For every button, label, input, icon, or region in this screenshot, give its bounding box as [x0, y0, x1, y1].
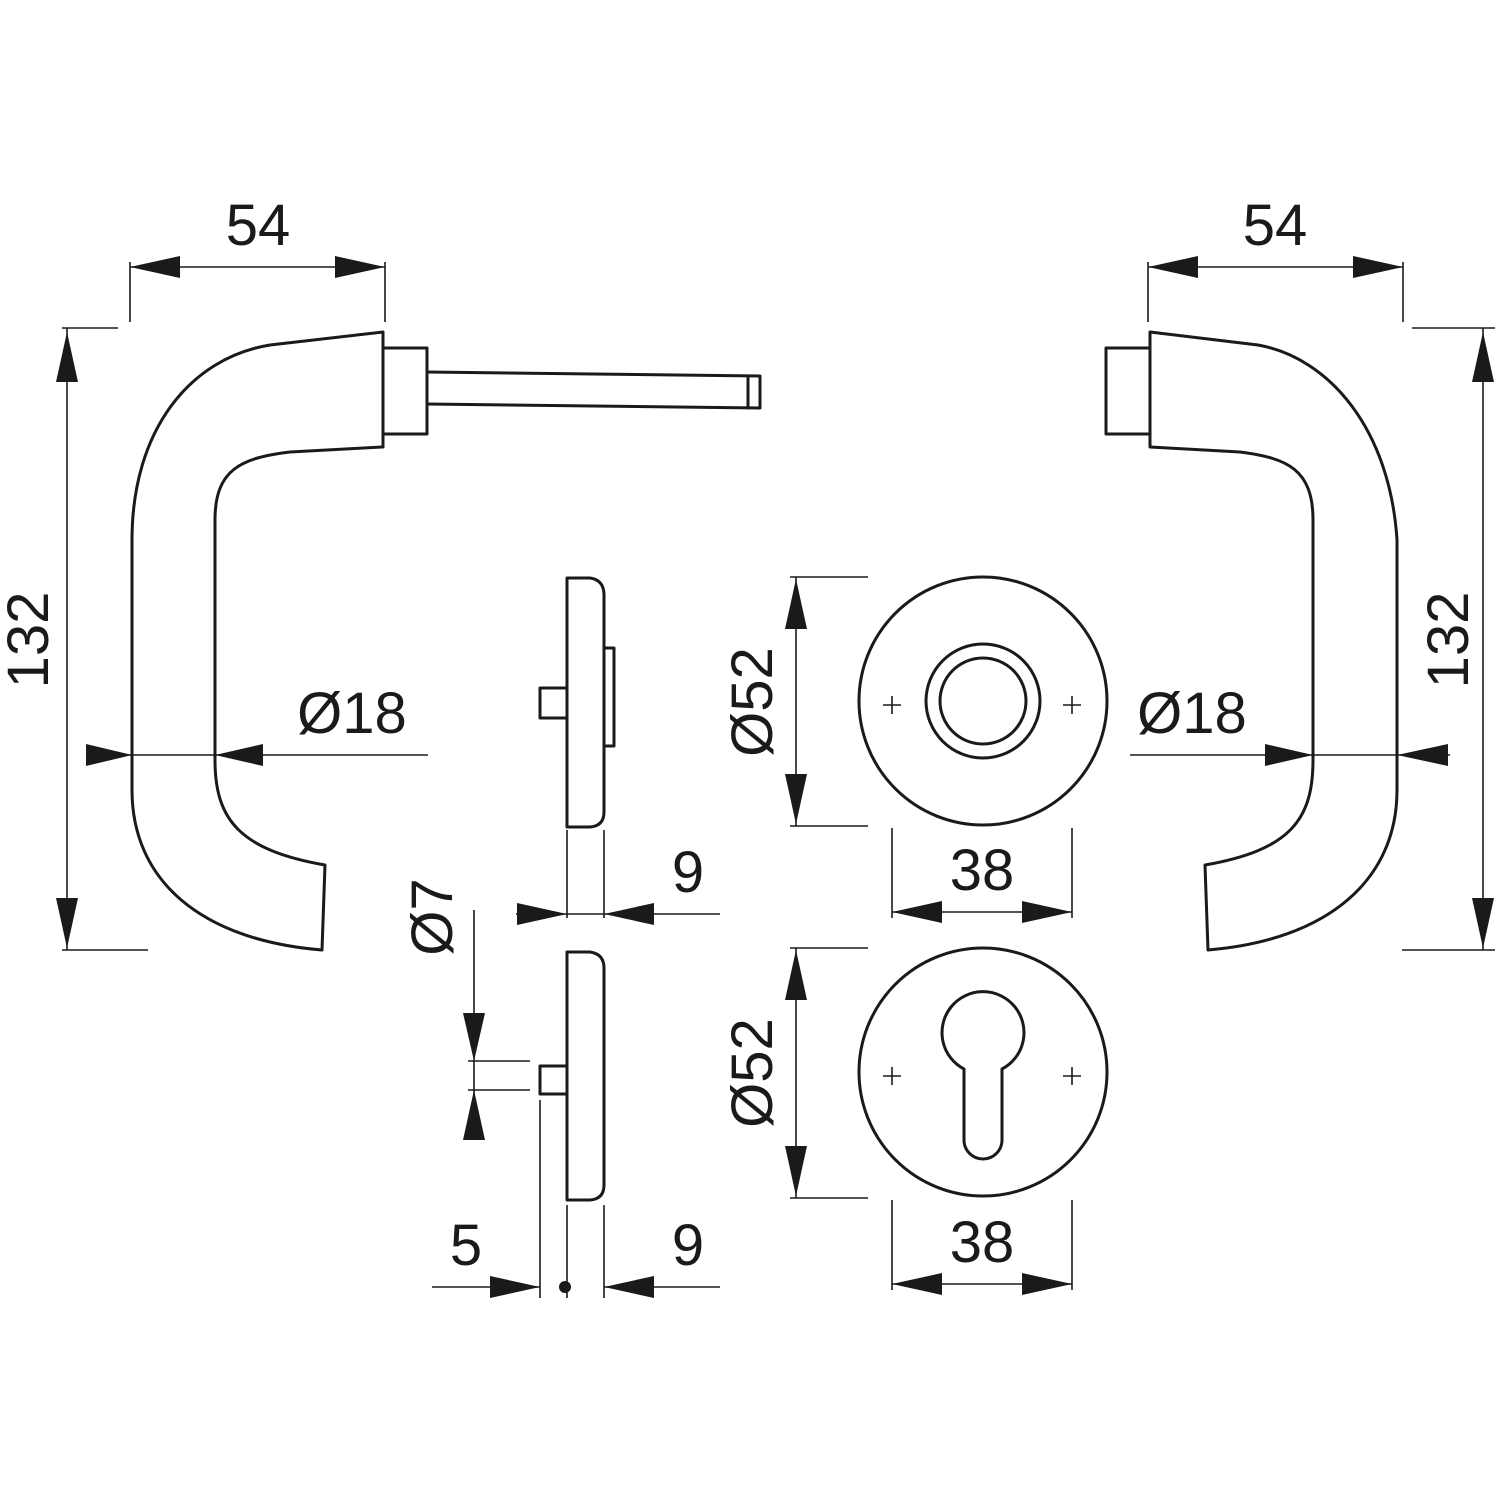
right-handle-collar — [1104, 346, 1152, 436]
bottom-side-thickness-label: 9 — [672, 1213, 704, 1278]
top-rose-pin — [538, 686, 569, 720]
right-lever-handle — [1104, 330, 1399, 952]
right-height-label: 132 — [1416, 592, 1481, 689]
pin-offset-label: 5 — [450, 1213, 482, 1278]
bottom-rose-side-view: Ø7 5 9 — [400, 878, 720, 1298]
right-width-dimension: 54 — [1147, 193, 1404, 322]
right-width-label: 54 — [1243, 193, 1308, 258]
top-rose-front-view: Ø52 38 — [720, 575, 1109, 923]
top-side-thickness-label: 9 — [672, 840, 704, 905]
top-rose-diameter-label: Ø52 — [720, 647, 785, 757]
right-grip-diameter-dimension: Ø18 — [1130, 681, 1450, 766]
top-rose-spindle-ring-outer — [924, 642, 1042, 760]
top-rose-outline — [857, 575, 1109, 827]
top-rose-spindle-ring-inner — [938, 656, 1028, 746]
pin-diameter-label: Ø7 — [400, 878, 465, 955]
bottom-rose-diameter-label: Ø52 — [720, 1018, 785, 1128]
right-height-dimension: 132 — [1402, 327, 1495, 951]
right-handle-outer — [1148, 330, 1399, 952]
top-rose-right-screw-icon — [1063, 696, 1081, 714]
left-handle-collar — [381, 346, 429, 436]
left-width-dimension: 54 — [129, 193, 386, 322]
right-grip-diameter-label: Ø18 — [1137, 681, 1247, 746]
left-height-label: 132 — [0, 592, 61, 689]
left-height-dimension: 132 — [0, 327, 148, 951]
left-handle-outer — [130, 330, 385, 952]
left-spindle — [425, 370, 762, 410]
left-grip-diameter-label: Ø18 — [297, 681, 407, 746]
bottom-rose-outline — [857, 946, 1109, 1198]
top-rose-profile — [565, 576, 606, 829]
left-grip-diameter-dimension: Ø18 — [86, 681, 428, 766]
left-lever-handle — [130, 330, 762, 952]
bottom-rose-spacing-label: 38 — [950, 1210, 1015, 1275]
bottom-rose-left-screw-icon — [883, 1067, 901, 1085]
top-rose-side-view: 9 — [516, 576, 720, 925]
bottom-rose-right-screw-icon — [1063, 1067, 1081, 1085]
top-rose-spacing-label: 38 — [950, 838, 1015, 903]
top-rose-left-screw-icon — [883, 696, 901, 714]
bottom-rose-profile — [565, 950, 606, 1202]
bottom-rose-front-view: Ø52 38 — [720, 946, 1109, 1295]
profile-cylinder-keyhole-icon — [940, 990, 1026, 1161]
bottom-rose-pin — [538, 1064, 569, 1096]
left-width-label: 54 — [226, 193, 291, 258]
